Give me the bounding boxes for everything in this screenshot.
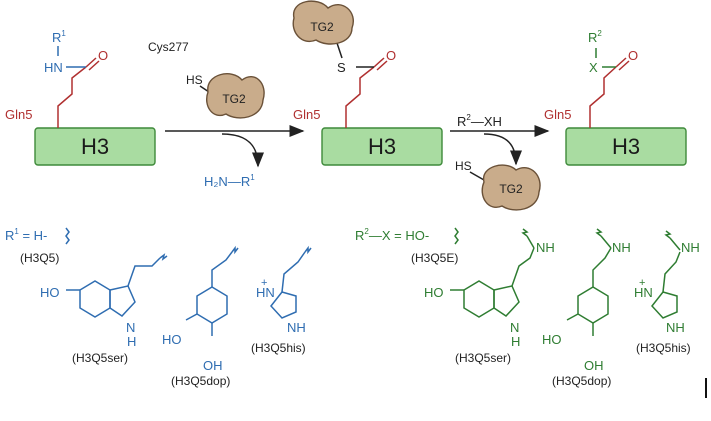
h3-label-1: H3 xyxy=(81,134,109,159)
ho-label-dop-g: HO xyxy=(542,332,562,347)
histamine-green: NH HN + NH (H3Q5his) xyxy=(634,230,700,355)
o-label-3: O xyxy=(628,48,638,63)
h2n-r1-label: H₂N—R1 xyxy=(204,173,255,189)
n-label-ser-b: N xyxy=(126,320,135,335)
dopamine-blue: HO OH (H3Q5dop) xyxy=(162,245,239,388)
h-label-ser-b: H xyxy=(127,334,136,349)
arrow-step1: Cys277 HS TG2 H₂N—R1 xyxy=(148,40,305,189)
r2-label-top: R2 xyxy=(588,29,602,45)
ho-label-ser-b: HO xyxy=(40,285,60,300)
oh-label-dop-g: OH xyxy=(584,358,604,373)
dopamine-green: NH HO OH (H3Q5dop) xyxy=(542,228,631,388)
r2-definitions: R2—X = HO- (H3Q5E) NH HO N H (H3Q5ser) N… xyxy=(355,227,700,388)
r2-xh-label: R2—XH xyxy=(457,113,502,129)
r1-def: R1 = H- xyxy=(5,227,47,243)
gln-chain-1 xyxy=(57,66,87,128)
plus-his-b: + xyxy=(261,277,267,289)
tg2-label-2: TG2 xyxy=(310,20,334,34)
gln-chain-2 xyxy=(345,66,375,128)
gln-chain-3 xyxy=(589,66,617,128)
name-green-dop: (H3Q5dop) xyxy=(552,374,611,388)
tg2-label-3: TG2 xyxy=(499,182,523,196)
hn-label-1: HN xyxy=(44,60,63,75)
hn-label-his-b: HN xyxy=(256,285,275,300)
nh2-label-his-g: NH xyxy=(666,320,685,335)
name-blue-his: (H3Q5his) xyxy=(251,341,306,355)
gln5-label-1: Gln5 xyxy=(5,107,32,122)
side-arrow-1 xyxy=(221,133,264,168)
r1-definitions: R1 = H- (H3Q5) HO N H (H3Q5ser) HO OH (H… xyxy=(5,227,312,388)
h3-label-3: H3 xyxy=(612,134,640,159)
nh-label-his-b: NH xyxy=(287,320,306,335)
h3-box-1 xyxy=(34,127,156,166)
serotonin-green: NH HO N H (H3Q5ser) xyxy=(424,228,555,365)
name-blue-ser: (H3Q5ser) xyxy=(72,351,128,365)
name-green-his: (H3Q5his) xyxy=(636,341,691,355)
gln5-label-2: Gln5 xyxy=(293,107,320,122)
hs-label-1: HS xyxy=(186,73,203,87)
h3q5e-note: (H3Q5E) xyxy=(411,251,458,265)
n-label-ser-g: N xyxy=(510,320,519,335)
h-label-ser-g: H xyxy=(511,334,520,349)
name-green-ser: (H3Q5ser) xyxy=(455,351,511,365)
r1-label-1: R1 xyxy=(52,29,66,45)
h3-box-2 xyxy=(321,127,443,166)
tg2-enzyme-3 xyxy=(481,164,541,211)
h3-label-2: H3 xyxy=(368,134,396,159)
serotonin-blue: HO N H (H3Q5ser) xyxy=(40,253,168,365)
o-label-2: O xyxy=(386,48,396,63)
tg2-label-1: TG2 xyxy=(222,92,246,106)
nh-label-dop-g: NH xyxy=(612,240,631,255)
h3-box-3 xyxy=(565,127,687,166)
tg2-enzyme-2 xyxy=(292,0,354,45)
oh-label-dop-b: OH xyxy=(203,358,223,373)
hs-label-2: HS xyxy=(455,159,472,173)
hn-label-his-g: HN xyxy=(634,285,653,300)
stage2: H3 Gln5 O S TG2 xyxy=(292,0,443,166)
ho-label-ser-g: HO xyxy=(424,285,444,300)
ho-label-dop-b: HO xyxy=(162,332,182,347)
tg2-enzyme-1 xyxy=(206,73,265,119)
cys277-label: Cys277 xyxy=(148,40,189,54)
side-arrow-2 xyxy=(483,133,522,166)
o-label-1: O xyxy=(98,48,108,63)
h3q5-note: (H3Q5) xyxy=(20,251,59,265)
stage1: H3 Gln5 O HN R1 xyxy=(5,29,156,166)
plus-his-g: + xyxy=(639,277,645,289)
nh-label-his-g: NH xyxy=(681,240,700,255)
name-blue-dop: (H3Q5dop) xyxy=(171,374,230,388)
carbonyl-1 xyxy=(85,57,97,68)
x-label: X xyxy=(589,60,598,75)
r2-def: R2—X = HO- xyxy=(355,227,429,243)
arrow-step2: R2—XH HS TG2 xyxy=(450,113,550,211)
s-label: S xyxy=(337,60,346,75)
stage3: H3 Gln5 O X R2 xyxy=(544,29,687,166)
gln5-label-3: Gln5 xyxy=(544,107,571,122)
histamine-blue: HN + NH (H3Q5his) xyxy=(251,245,312,355)
nh-label-ser-g: NH xyxy=(536,240,555,255)
